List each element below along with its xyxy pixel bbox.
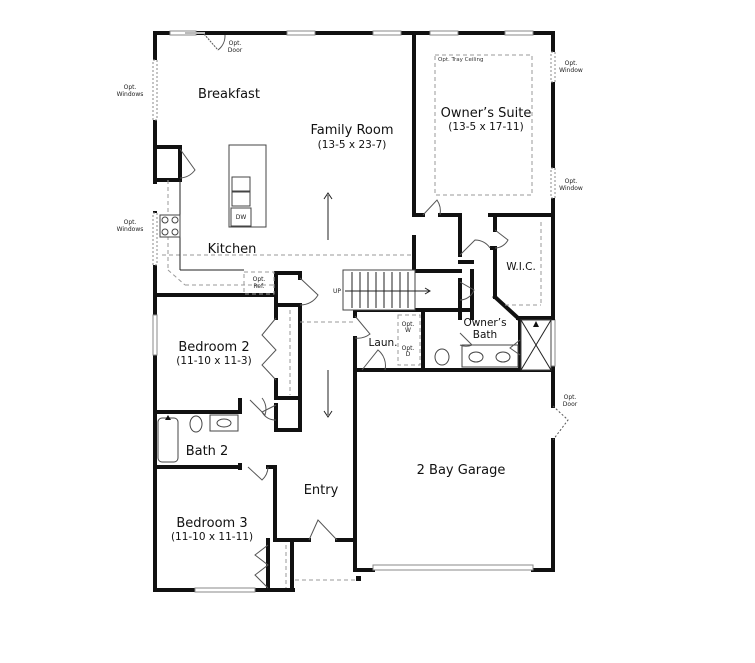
- toilet-icon: [434, 348, 450, 366]
- room-label-breakfast: Breakfast: [198, 87, 260, 102]
- bath-fixtures: [157, 314, 552, 463]
- room-label-bath2: Bath 2: [186, 444, 229, 459]
- porch-post: [356, 576, 361, 581]
- staircase: [342, 269, 431, 311]
- room-labels: Breakfast Family Room (13-5 x 23-7) Owne…: [171, 57, 536, 543]
- room-dims-bedroom3: (11-10 x 11-11): [171, 531, 253, 543]
- opt-door-label: Opt.: [229, 40, 242, 47]
- opt-dryer-label-2: D: [406, 351, 411, 358]
- opt-ref: [243, 271, 275, 295]
- room-dims-bedroom2: (11-10 x 11-3): [176, 355, 251, 367]
- opt-windows-label: Opt.: [124, 84, 137, 91]
- tray-ceiling-note: Opt. Tray Ceiling: [438, 57, 483, 63]
- bathtub: [157, 417, 179, 463]
- windows: [152, 30, 556, 593]
- room-label-bedroom2: Bedroom 2: [178, 340, 249, 355]
- opt-washer-label-2: W: [405, 327, 411, 334]
- opt-dryer-label: Opt.: [402, 345, 415, 352]
- interior-walls: [153, 31, 555, 592]
- opt-window-label-2b: Window: [559, 185, 583, 192]
- room-dims-family-room: (13-5 x 23-7): [318, 139, 387, 151]
- opt-ref-label-2: Ref.: [253, 283, 264, 290]
- opt-door-garage-label: Opt.: [564, 394, 577, 401]
- kitchen-fixtures: [159, 144, 275, 295]
- washer-dryer: [397, 314, 421, 366]
- opt-windows-label-kitchen: Opt.: [124, 219, 137, 226]
- dishwasher: [230, 207, 252, 227]
- toilet-icon: [189, 415, 203, 433]
- room-label-bedroom3: Bedroom 3: [176, 516, 247, 531]
- room-label-owners-suite: Owner’s Suite: [441, 106, 532, 121]
- opt-windows-label-kitchen-2: Windows: [117, 226, 144, 233]
- opt-door-garage-label-2: Door: [563, 401, 578, 408]
- room-dims-owners-suite: (13-5 x 17-11): [448, 121, 523, 133]
- opt-window-label-2: Opt.: [565, 178, 578, 185]
- room-label-kitchen: Kitchen: [208, 242, 257, 257]
- dw-label: DW: [236, 214, 247, 221]
- opt-door-label-2: Door: [228, 47, 243, 54]
- opt-ref-label: Opt.: [253, 276, 266, 283]
- opt-washer-label: Opt.: [402, 321, 415, 328]
- room-label-entry: Entry: [304, 483, 339, 498]
- direction-arrows: [323, 192, 333, 418]
- annotations: Opt. Door Opt. Windows Opt. Windows Opt.…: [117, 40, 583, 408]
- sink-icon: [231, 176, 251, 192]
- stair-up-label: UP: [333, 288, 341, 295]
- room-label-wic: W.I.C.: [506, 261, 536, 273]
- opt-windows-label-2: Windows: [117, 91, 144, 98]
- opt-window-label-1: Opt.: [565, 60, 578, 67]
- room-label-owners-bath-2: Bath: [473, 329, 497, 341]
- room-label-laundry: Laun.: [369, 337, 398, 349]
- room-label-owners-bath-1: Owner’s: [463, 317, 506, 329]
- room-label-garage: 2 Bay Garage: [417, 463, 506, 478]
- room-label-family-room: Family Room: [311, 123, 394, 138]
- opt-window-label-1b: Window: [559, 67, 583, 74]
- doors: [179, 33, 569, 589]
